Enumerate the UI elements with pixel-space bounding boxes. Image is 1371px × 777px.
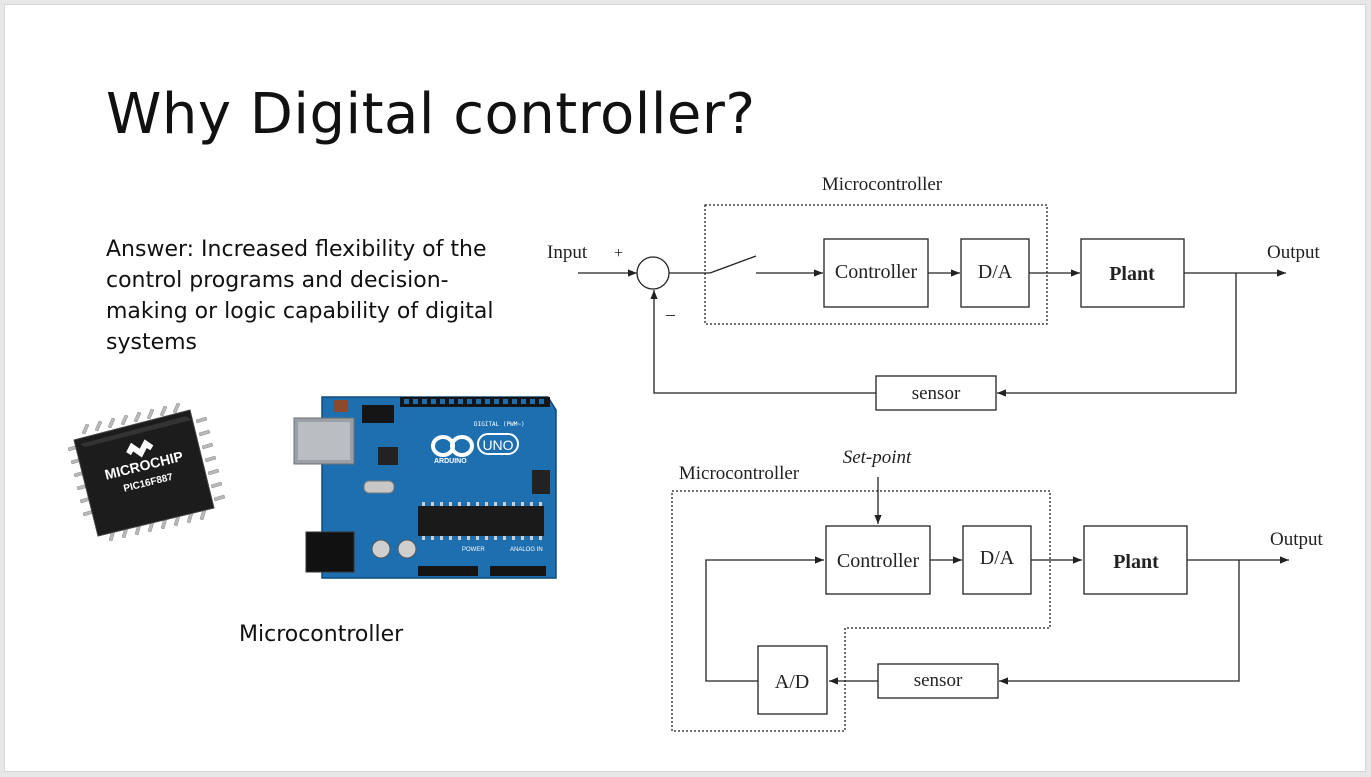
plus-sign: + <box>614 245 623 262</box>
svg-text:sensor: sensor <box>914 670 963 691</box>
microcontroller-boundary <box>704 204 1048 325</box>
digital-header <box>400 397 550 407</box>
atmega-chip <box>418 506 544 536</box>
svg-text:A/D: A/D <box>775 671 809 693</box>
svg-text:Controller: Controller <box>835 261 918 283</box>
microcontroller-boundary-2 <box>671 490 1051 732</box>
microcontroller-caption: Microcontroller <box>239 622 404 647</box>
diagram-1: Microcontroller Input + – Controller D/A… <box>547 174 1321 411</box>
chip-body <box>73 409 215 537</box>
pic-chip-image: MICROCHIP PIC16F887 <box>67 402 226 542</box>
ad-block <box>757 645 828 715</box>
power-jack <box>305 531 355 573</box>
microchip-logo-icon <box>126 439 154 458</box>
diagram1-title: Microcontroller <box>822 174 943 195</box>
svg-text:D/A: D/A <box>978 261 1013 283</box>
svg-text:Plant: Plant <box>1113 551 1159 573</box>
svg-text:POWER: POWER <box>462 547 485 553</box>
arduino-logo-icon <box>431 435 474 457</box>
setpoint-label: Set-point <box>843 447 912 468</box>
output-label-2: Output <box>1270 529 1324 550</box>
svg-text:D/A: D/A <box>980 547 1015 569</box>
answer-text: Answer: Increased flexibility of the con… <box>106 237 494 355</box>
svg-text:ANALOG IN: ANALOG IN <box>510 547 543 553</box>
minus-sign: – <box>665 304 676 324</box>
summing-junction <box>636 256 670 290</box>
input-label: Input <box>547 242 588 263</box>
chip-pins <box>67 402 226 542</box>
arduino-board-image: DIGITAL (PWM~) UNO ARDUINO POWER ANALOG … <box>293 396 557 579</box>
svg-text:DIGITAL (PWM~): DIGITAL (PWM~) <box>474 421 525 428</box>
sampler-switch <box>709 255 757 274</box>
svg-text:sensor: sensor <box>912 383 961 404</box>
slide-title: Why Digital controller? <box>106 82 756 147</box>
svg-text:Plant: Plant <box>1109 263 1155 285</box>
svg-text:ARDUINO: ARDUINO <box>434 458 467 465</box>
diagram-2: Microcontroller Set-point Controller D/A… <box>671 447 1324 732</box>
slide <box>4 4 1366 772</box>
output-label: Output <box>1267 242 1321 263</box>
svg-text:UNO: UNO <box>482 437 513 453</box>
svg-text:Controller: Controller <box>837 550 920 572</box>
diagram2-title: Microcontroller <box>679 463 800 484</box>
